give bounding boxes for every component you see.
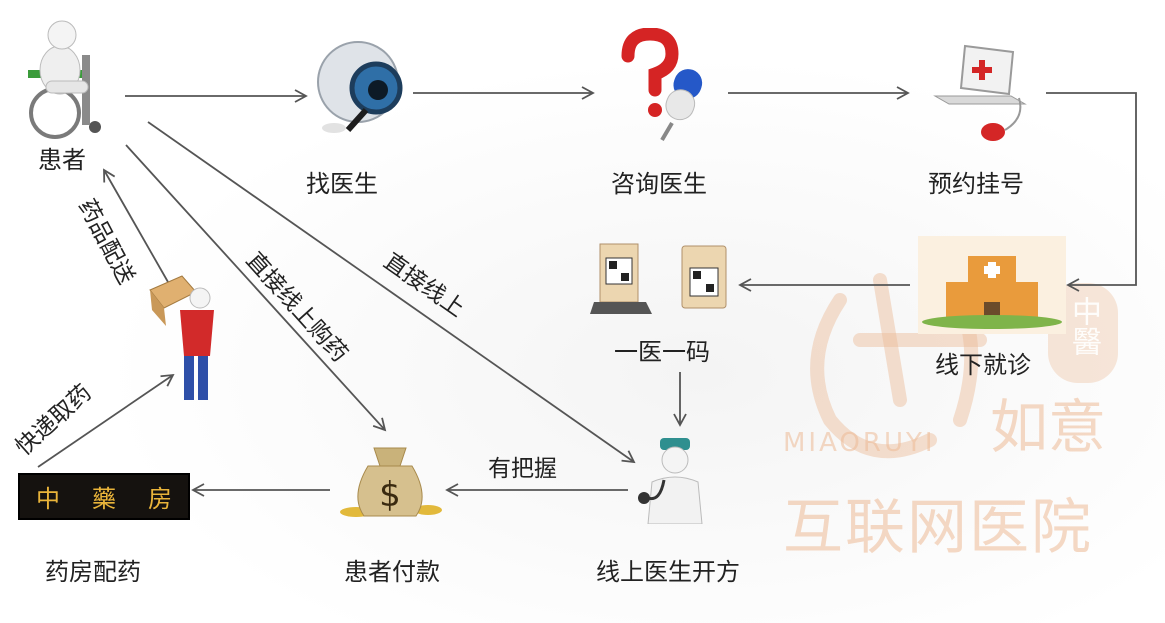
watermark-brand-en: MIAORUYI: [783, 428, 936, 458]
magnifier-eye-icon: [317, 41, 403, 133]
node-consult-doctor: 咨询医生: [611, 170, 707, 198]
watermark-subtitle: 互联网医院: [783, 493, 1093, 563]
arrow-patient-to-prescription: [147, 121, 636, 464]
doctor-stethoscope-icon: [638, 438, 703, 524]
node-appointment: 预约挂号: [928, 170, 1024, 198]
money-bag-icon: $: [340, 447, 442, 517]
arrow-pharmacy-to-courier: [37, 373, 175, 468]
qr-code-cards-icon: [590, 243, 727, 314]
svg-text:$: $: [379, 475, 401, 515]
node-patient-payment: 患者付款: [344, 558, 440, 586]
hospital-building-icon: [918, 236, 1066, 334]
arrow-appointment-to-offline: [1046, 92, 1137, 292]
node-online-prescription: 线上医生开方: [596, 558, 740, 586]
pharmacy-sign-char: 中: [36, 485, 60, 513]
question-pill-icon: [621, 28, 703, 142]
watermark-seal: 中醫: [1066, 296, 1101, 356]
arrow-patient-to-payment: [125, 144, 387, 432]
wheelchair-patient-icon: [28, 20, 101, 139]
node-pharmacy-dispense: 药房配药: [45, 558, 141, 586]
arrow-delivery-to-patient: [103, 168, 169, 283]
laptop-mouse-icon: [933, 44, 1027, 141]
pharmacy-sign-char: 房: [148, 485, 172, 513]
pharmacy-sign: 中 藥 房: [18, 473, 190, 520]
watermark-brand-cn: 如意: [990, 393, 1107, 461]
node-offline-visit: 线下就诊: [935, 351, 1031, 379]
courier-box-icon: [149, 275, 214, 400]
pharmacy-sign-char: 藥: [92, 485, 116, 513]
node-one-doctor-one-code: 一医一码: [614, 338, 710, 366]
node-find-doctor: 找医生: [306, 170, 378, 198]
node-patient: 患者: [38, 146, 86, 174]
edge-label-confident: 有把握: [488, 456, 557, 482]
